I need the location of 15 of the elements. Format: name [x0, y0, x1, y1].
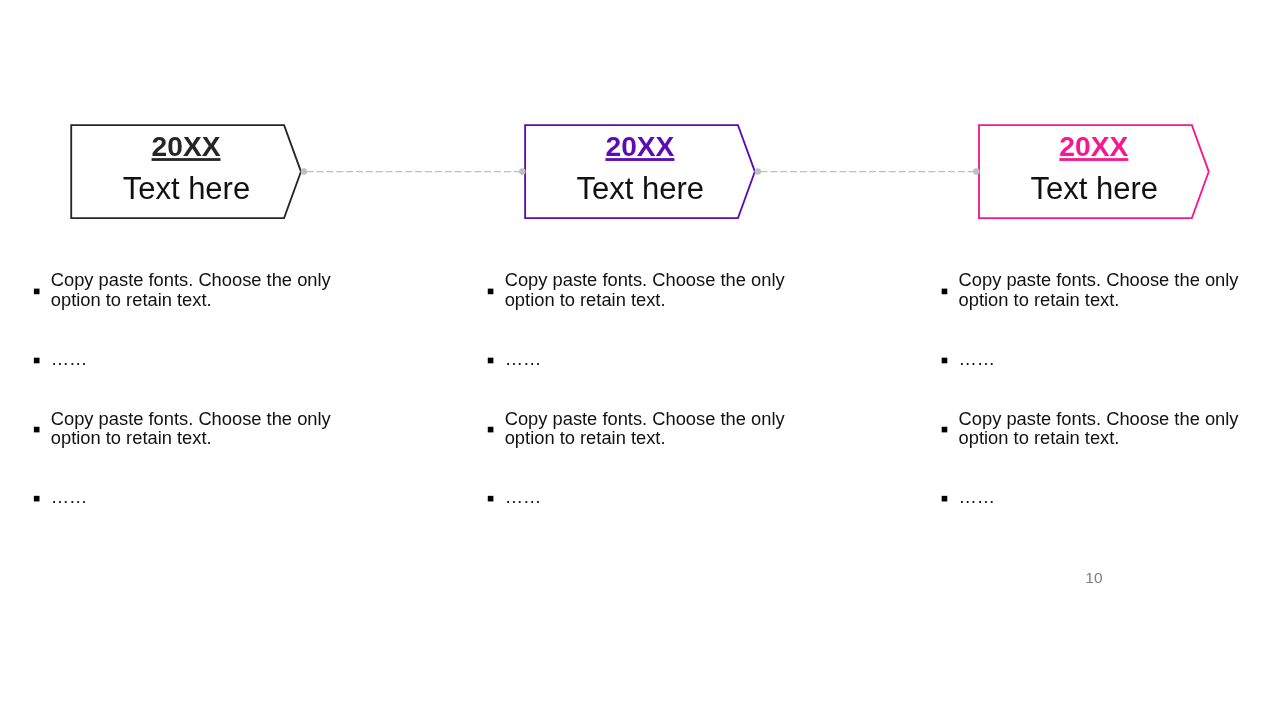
node-label: ……	[958, 485, 996, 507]
node-label: ……	[504, 347, 542, 369]
node-label: ……	[958, 347, 996, 369]
connector	[300, 167, 526, 175]
connector	[754, 167, 980, 175]
node-label: Copy paste fonts. Choose the only option to retain text.	[958, 407, 1239, 448]
node-label: Copy paste fonts. Choose the only option to retain text.	[50, 268, 331, 310]
node-label: Copy paste fonts. Choose the only option to retain text.	[958, 268, 1239, 310]
node-label: ……	[50, 485, 88, 507]
label: 10	[1085, 568, 1103, 586]
node-label: Copy paste fonts. Choose the only option to retain text.	[504, 268, 785, 310]
node-label: Copy paste fonts. Choose the only option to retain text.	[50, 407, 331, 448]
node-label: ……	[504, 485, 542, 507]
node-label: ……	[50, 347, 88, 369]
node-label: Copy paste fonts. Choose the only option to retain text.	[504, 407, 785, 448]
